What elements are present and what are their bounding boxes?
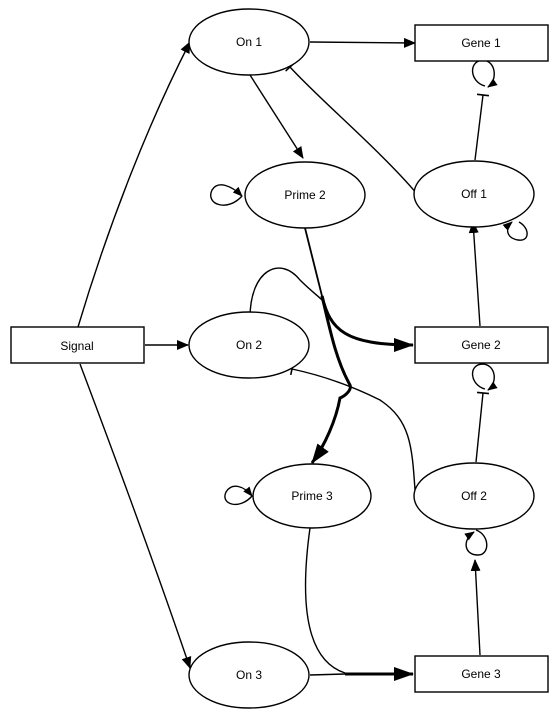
gene2-self-loop bbox=[471, 363, 498, 391]
edge-off2-inhibits-gene2 bbox=[475, 391, 490, 463]
self-loops bbox=[210, 59, 528, 556]
off1-self-loop bbox=[502, 221, 528, 241]
node-gene1-label: Gene 1 bbox=[461, 36, 501, 50]
edge-on1-prime2 bbox=[249, 74, 304, 159]
prime2-self-loop bbox=[210, 184, 243, 206]
node-on1-label: On 1 bbox=[236, 35, 262, 49]
edge-gene2-off1 bbox=[468, 221, 481, 327]
edge-off1-inhibits-gene1 bbox=[474, 93, 490, 161]
edge-to-gene2-thick bbox=[320, 295, 414, 352]
node-off2: Off 2 bbox=[413, 462, 535, 530]
node-gene1: Gene 1 bbox=[414, 24, 549, 62]
edge-on3-gene3 bbox=[309, 673, 346, 676]
node-gene3: Gene 3 bbox=[414, 655, 549, 693]
edge-gene3-off2 bbox=[470, 559, 481, 656]
edge-prime2-gene2-thick bbox=[304, 227, 323, 297]
edge-signal-on1 bbox=[77, 41, 191, 328]
node-prime3: Prime 3 bbox=[252, 463, 372, 529]
node-gene2-label: Gene 2 bbox=[461, 338, 501, 352]
node-gene2: Gene 2 bbox=[414, 326, 549, 364]
edge-signal-on3 bbox=[79, 363, 192, 669]
node-off1-label: Off 1 bbox=[461, 187, 487, 201]
node-on1: On 1 bbox=[188, 8, 310, 76]
node-gene3-label: Gene 3 bbox=[461, 667, 501, 681]
edge-on2-loop bbox=[249, 267, 323, 319]
node-prime3-label: Prime 3 bbox=[291, 489, 333, 503]
node-on2-label: On 2 bbox=[236, 338, 262, 352]
thick-edges bbox=[304, 227, 414, 681]
node-prime2-label: Prime 2 bbox=[284, 188, 326, 202]
node-on2: On 2 bbox=[188, 311, 310, 379]
edge-prime3-gene3 bbox=[304, 527, 346, 674]
off2-self-loop bbox=[464, 529, 488, 556]
node-on3: On 3 bbox=[188, 641, 310, 709]
node-signal-label: Signal bbox=[60, 339, 93, 353]
node-off2-label: Off 2 bbox=[461, 489, 487, 503]
node-off1: Off 1 bbox=[413, 160, 535, 228]
node-prime2: Prime 2 bbox=[244, 161, 366, 229]
node-on3-label: On 3 bbox=[236, 668, 262, 682]
edge-to-prime3-thick bbox=[310, 295, 352, 464]
edge-off1-inhibits-on1 bbox=[285, 62, 419, 196]
edge-off2-inhibits-on2 bbox=[289, 362, 416, 491]
node-signal: Signal bbox=[10, 326, 145, 364]
edges bbox=[77, 37, 490, 676]
gene1-self-loop bbox=[471, 59, 498, 88]
edge-on1-gene1 bbox=[309, 37, 416, 48]
prime3-self-loop bbox=[224, 485, 253, 506]
